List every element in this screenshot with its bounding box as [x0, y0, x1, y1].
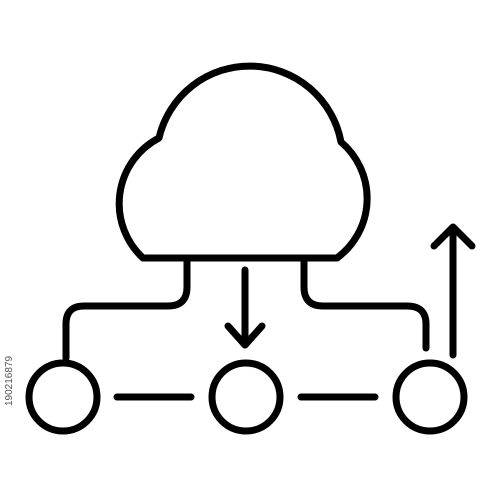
right-connector-line: [300, 258, 430, 352]
left-node-circle: [25, 359, 101, 435]
right-node-circle: [392, 359, 468, 435]
center-node-circle: [208, 359, 284, 435]
cloud-shape: [115, 62, 371, 262]
left-connector-line: [62, 258, 191, 362]
stock-id-watermark: 190216879: [4, 355, 15, 407]
up-arrow-head: [430, 223, 476, 250]
down-arrow-head: [224, 322, 266, 349]
